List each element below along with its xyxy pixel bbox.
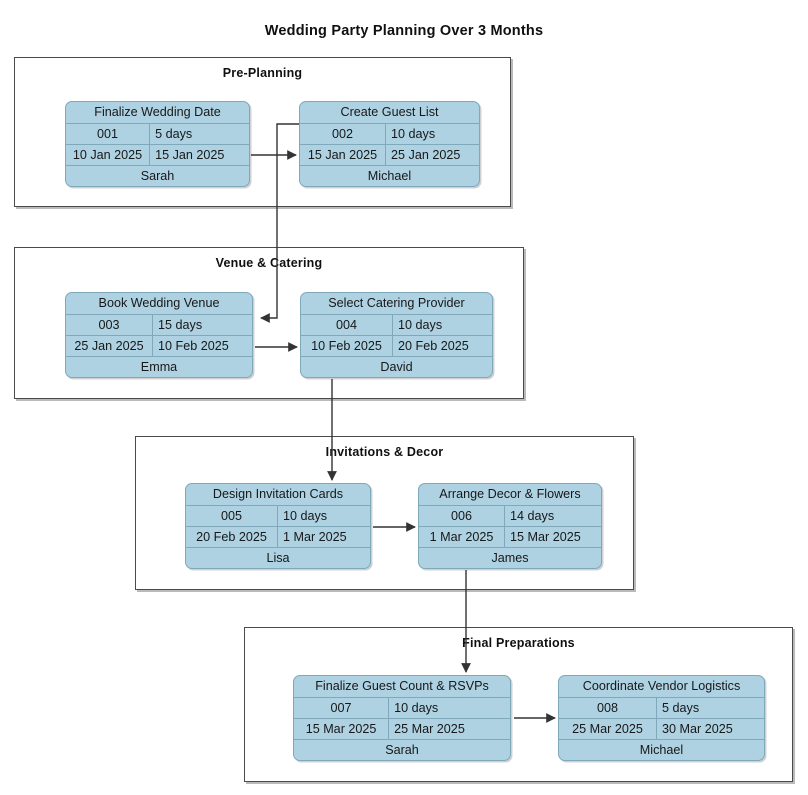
- task-start-date: 25 Mar 2025: [559, 719, 658, 740]
- task-date-row: 15 Mar 2025 25 Mar 2025: [294, 719, 510, 740]
- task-duration: 14 days: [510, 509, 555, 523]
- task-id: 007: [294, 698, 390, 719]
- task-start-date: 15 Mar 2025: [294, 719, 390, 740]
- task-end-date: 25 Mar 2025: [394, 722, 465, 736]
- task-card-003[interactable]: Book Wedding Venue 003 15 days 25 Jan 20…: [65, 292, 253, 378]
- group-title: Final Preparations: [462, 636, 575, 650]
- task-id-duration-row: 006 14 days: [419, 506, 601, 527]
- task-name: Create Guest List: [300, 102, 479, 124]
- task-id-duration-row: 001 5 days: [66, 124, 249, 145]
- group-title: Pre-Planning: [222, 66, 303, 80]
- task-end-date: 1 Mar 2025: [282, 530, 347, 544]
- task-name: Design Invitation Cards: [186, 484, 370, 506]
- task-end-date: 30 Mar 2025: [662, 722, 733, 736]
- task-start-date: 20 Feb 2025: [186, 527, 278, 548]
- task-name: Book Wedding Venue: [66, 293, 252, 315]
- task-duration: 5 days: [662, 701, 700, 715]
- task-owner: Michael: [367, 169, 412, 183]
- task-id: 004: [301, 315, 394, 336]
- task-name: Finalize Wedding Date: [66, 102, 249, 124]
- task-id: 005: [186, 506, 278, 527]
- task-duration: 15 days: [158, 318, 203, 332]
- task-name: Coordinate Vendor Logistics: [559, 676, 764, 698]
- task-owner: Michael: [639, 743, 684, 757]
- task-start-date: 1 Mar 2025: [419, 527, 506, 548]
- task-end-date: 20 Feb 2025: [398, 339, 469, 353]
- task-id-duration-row: 007 10 days: [294, 698, 510, 719]
- task-start-date: 25 Jan 2025: [66, 336, 154, 357]
- task-date-row: 25 Mar 2025 30 Mar 2025: [559, 719, 764, 740]
- task-date-row: 10 Feb 2025 20 Feb 2025: [301, 336, 492, 357]
- task-id: 001: [66, 124, 151, 145]
- task-owner: Emma: [140, 360, 178, 374]
- task-id-duration-row: 004 10 days: [301, 315, 492, 336]
- task-card-008[interactable]: Coordinate Vendor Logistics 008 5 days 2…: [558, 675, 765, 761]
- task-id: 002: [300, 124, 387, 145]
- task-id-duration-row: 003 15 days: [66, 315, 252, 336]
- task-id: 003: [66, 315, 154, 336]
- task-duration: 10 days: [394, 701, 439, 715]
- task-card-007[interactable]: Finalize Guest Count & RSVPs 007 10 days…: [293, 675, 511, 761]
- task-date-row: 15 Jan 2025 25 Jan 2025: [300, 145, 479, 166]
- page-title: Wedding Party Planning Over 3 Months: [264, 23, 544, 39]
- task-name: Finalize Guest Count & RSVPs: [294, 676, 510, 698]
- task-owner: James: [491, 551, 529, 565]
- task-name: Arrange Decor & Flowers: [419, 484, 601, 506]
- task-id-duration-row: 005 10 days: [186, 506, 370, 527]
- task-owner: Sarah: [385, 743, 419, 757]
- task-duration: 10 days: [282, 509, 328, 523]
- task-start-date: 10 Jan 2025: [66, 145, 151, 166]
- task-id-duration-row: 008 5 days: [559, 698, 764, 719]
- task-owner: Sarah: [140, 169, 175, 183]
- task-name: Select Catering Provider: [301, 293, 492, 315]
- task-card-004[interactable]: Select Catering Provider 004 10 days 10 …: [300, 292, 493, 378]
- task-start-date: 15 Jan 2025: [300, 145, 387, 166]
- task-end-date: 25 Jan 2025: [391, 148, 461, 162]
- task-date-row: 25 Jan 2025 10 Feb 2025: [66, 336, 252, 357]
- task-duration: 5 days: [155, 127, 193, 141]
- task-start-date: 10 Feb 2025: [301, 336, 394, 357]
- task-end-date: 10 Feb 2025: [158, 339, 229, 353]
- task-card-005[interactable]: Design Invitation Cards 005 10 days 20 F…: [185, 483, 371, 569]
- task-id: 008: [559, 698, 658, 719]
- task-end-date: 15 Mar 2025: [510, 530, 581, 544]
- group-title: Invitations & Decor: [325, 445, 444, 459]
- task-id: 006: [419, 506, 506, 527]
- task-duration: 10 days: [398, 318, 443, 332]
- task-end-date: 15 Jan 2025: [155, 148, 225, 162]
- task-card-006[interactable]: Arrange Decor & Flowers 006 14 days 1 Ma…: [418, 483, 602, 569]
- task-date-row: 10 Jan 2025 15 Jan 2025: [66, 145, 249, 166]
- task-card-001[interactable]: Finalize Wedding Date 001 5 days 10 Jan …: [65, 101, 250, 187]
- task-owner: David: [380, 360, 413, 374]
- task-card-002[interactable]: Create Guest List 002 10 days 15 Jan 202…: [299, 101, 480, 187]
- task-id-duration-row: 002 10 days: [300, 124, 479, 145]
- task-date-row: 20 Feb 2025 1 Mar 2025: [186, 527, 370, 548]
- task-date-row: 1 Mar 2025 15 Mar 2025: [419, 527, 601, 548]
- task-owner: Lisa: [266, 551, 290, 565]
- group-title: Venue & Catering: [215, 256, 323, 270]
- task-duration: 10 days: [391, 127, 436, 141]
